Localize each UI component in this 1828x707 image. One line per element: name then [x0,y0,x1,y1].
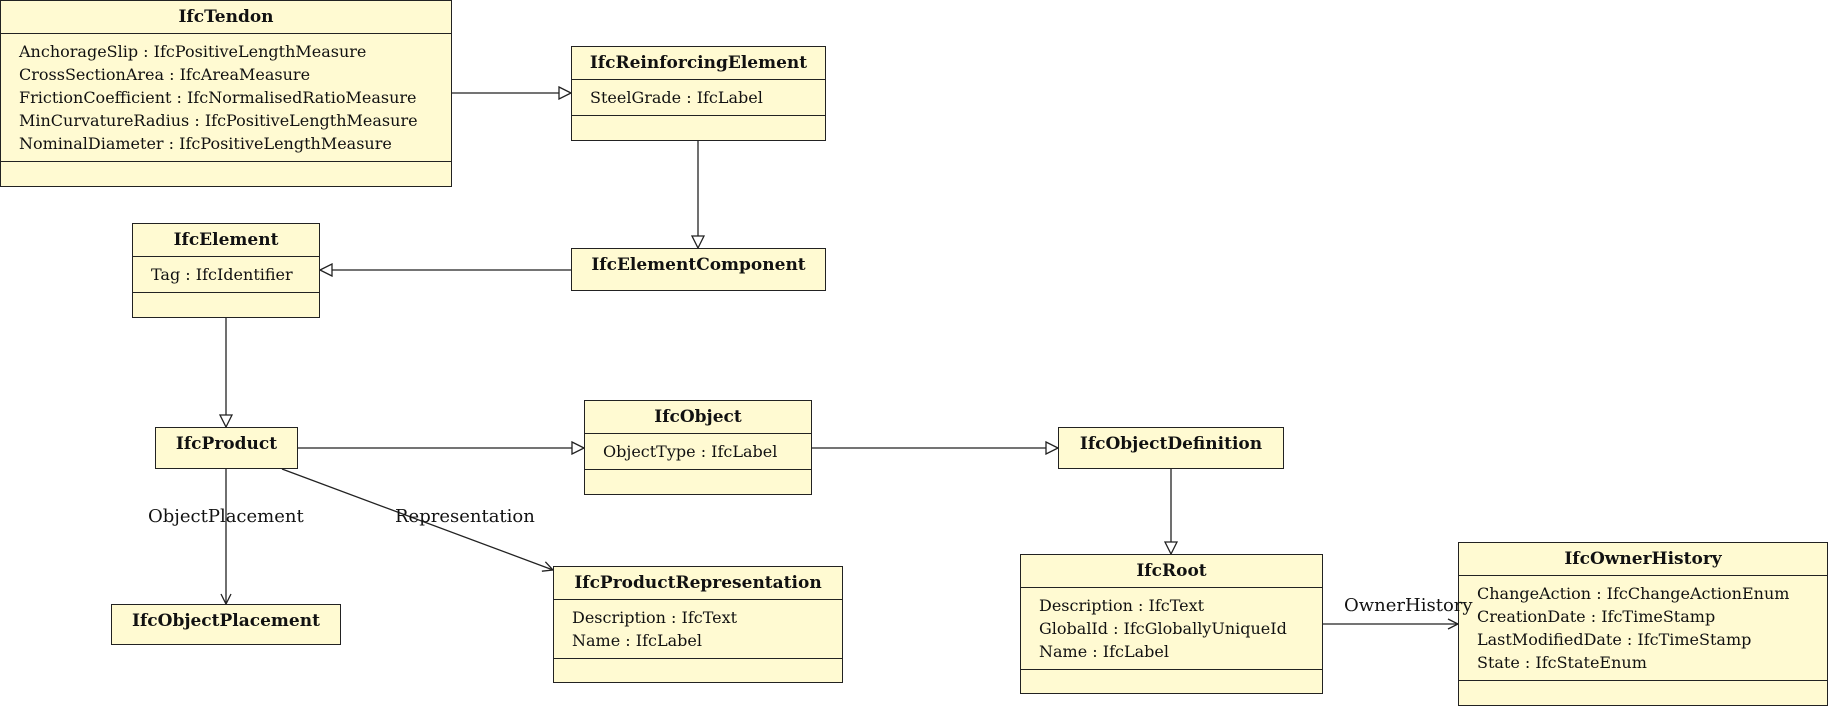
class-ifcobjectdefinition: IfcObjectDefinition [1058,427,1284,469]
attribute: FrictionCoefficient : IfcNormalisedRatio… [19,88,417,107]
class-ifcproduct: IfcProduct [155,427,298,469]
operation-compartment [585,469,811,486]
class-title: IfcObjectDefinition [1079,434,1263,454]
class-title: IfcElementComponent [591,255,806,275]
operation-compartment [1021,669,1322,686]
attribute: Tag : IfcIdentifier [151,265,293,284]
attribute: Name : IfcLabel [1039,642,1169,661]
attribute-list: Description : IfcText GlobalId : IfcGlob… [1021,587,1322,669]
attribute-list: ChangeAction : IfcChangeActionEnum Creat… [1459,575,1827,680]
attribute-list: SteelGrade : IfcLabel [572,79,825,115]
attribute: Name : IfcLabel [572,631,702,650]
attribute: CrossSectionArea : IfcAreaMeasure [19,65,311,84]
class-title: IfcRoot [1136,561,1207,581]
operation-compartment [133,292,319,309]
attribute: AnchorageSlip : IfcPositiveLengthMeasure [19,42,367,61]
attribute: LastModifiedDate : IfcTimeStamp [1477,630,1752,649]
attribute: Description : IfcText [1039,596,1205,615]
attribute: ChangeAction : IfcChangeActionEnum [1477,584,1790,603]
attribute: GlobalId : IfcGloballyUniqueId [1039,619,1287,638]
operation-compartment [1459,680,1827,697]
association-label-object-placement: ObjectPlacement [148,506,304,527]
association-label-representation: Representation [395,506,535,527]
class-title: IfcObject [654,407,742,427]
attribute: MinCurvatureRadius : IfcPositiveLengthMe… [19,111,418,130]
attribute: ObjectType : IfcLabel [603,442,778,461]
operation-compartment [1,161,451,178]
attribute-list: AnchorageSlip : IfcPositiveLengthMeasure… [1,33,451,161]
class-title: IfcTendon [178,7,274,27]
operation-compartment [572,115,825,132]
attribute-list: Tag : IfcIdentifier [133,256,319,292]
class-ifcownerhistory: IfcOwnerHistory ChangeAction : IfcChange… [1458,542,1828,706]
attribute: CreationDate : IfcTimeStamp [1477,607,1716,626]
class-ifctendon: IfcTendon AnchorageSlip : IfcPositiveLen… [0,0,452,187]
attribute: Description : IfcText [572,608,738,627]
class-ifcelementcomponent: IfcElementComponent [571,248,826,291]
class-ifcobject: IfcObject ObjectType : IfcLabel [584,400,812,495]
attribute-list: Description : IfcText Name : IfcLabel [554,599,842,658]
class-title: IfcProductRepresentation [574,573,822,593]
class-ifcproductrepresentation: IfcProductRepresentation Description : I… [553,566,843,683]
class-title: IfcReinforcingElement [589,53,808,73]
class-ifcreinforcingelement: IfcReinforcingElement SteelGrade : IfcLa… [571,46,826,141]
attribute: State : IfcStateEnum [1477,653,1647,672]
class-title: IfcProduct [175,434,278,454]
association-label-owner-history: OwnerHistory [1344,595,1473,616]
class-ifcroot: IfcRoot Description : IfcText GlobalId :… [1020,554,1323,694]
association-representation [281,468,555,572]
class-ifcelement: IfcElement Tag : IfcIdentifier [132,223,320,318]
attribute: SteelGrade : IfcLabel [590,88,763,107]
class-title: IfcOwnerHistory [1564,549,1722,569]
class-title: IfcObjectPlacement [132,611,320,631]
operation-compartment [554,658,842,675]
class-title: IfcElement [173,230,279,250]
attribute-list: ObjectType : IfcLabel [585,433,811,469]
attribute: NominalDiameter : IfcPositiveLengthMeasu… [19,134,392,153]
class-ifcobjectplacement: IfcObjectPlacement [111,604,341,645]
